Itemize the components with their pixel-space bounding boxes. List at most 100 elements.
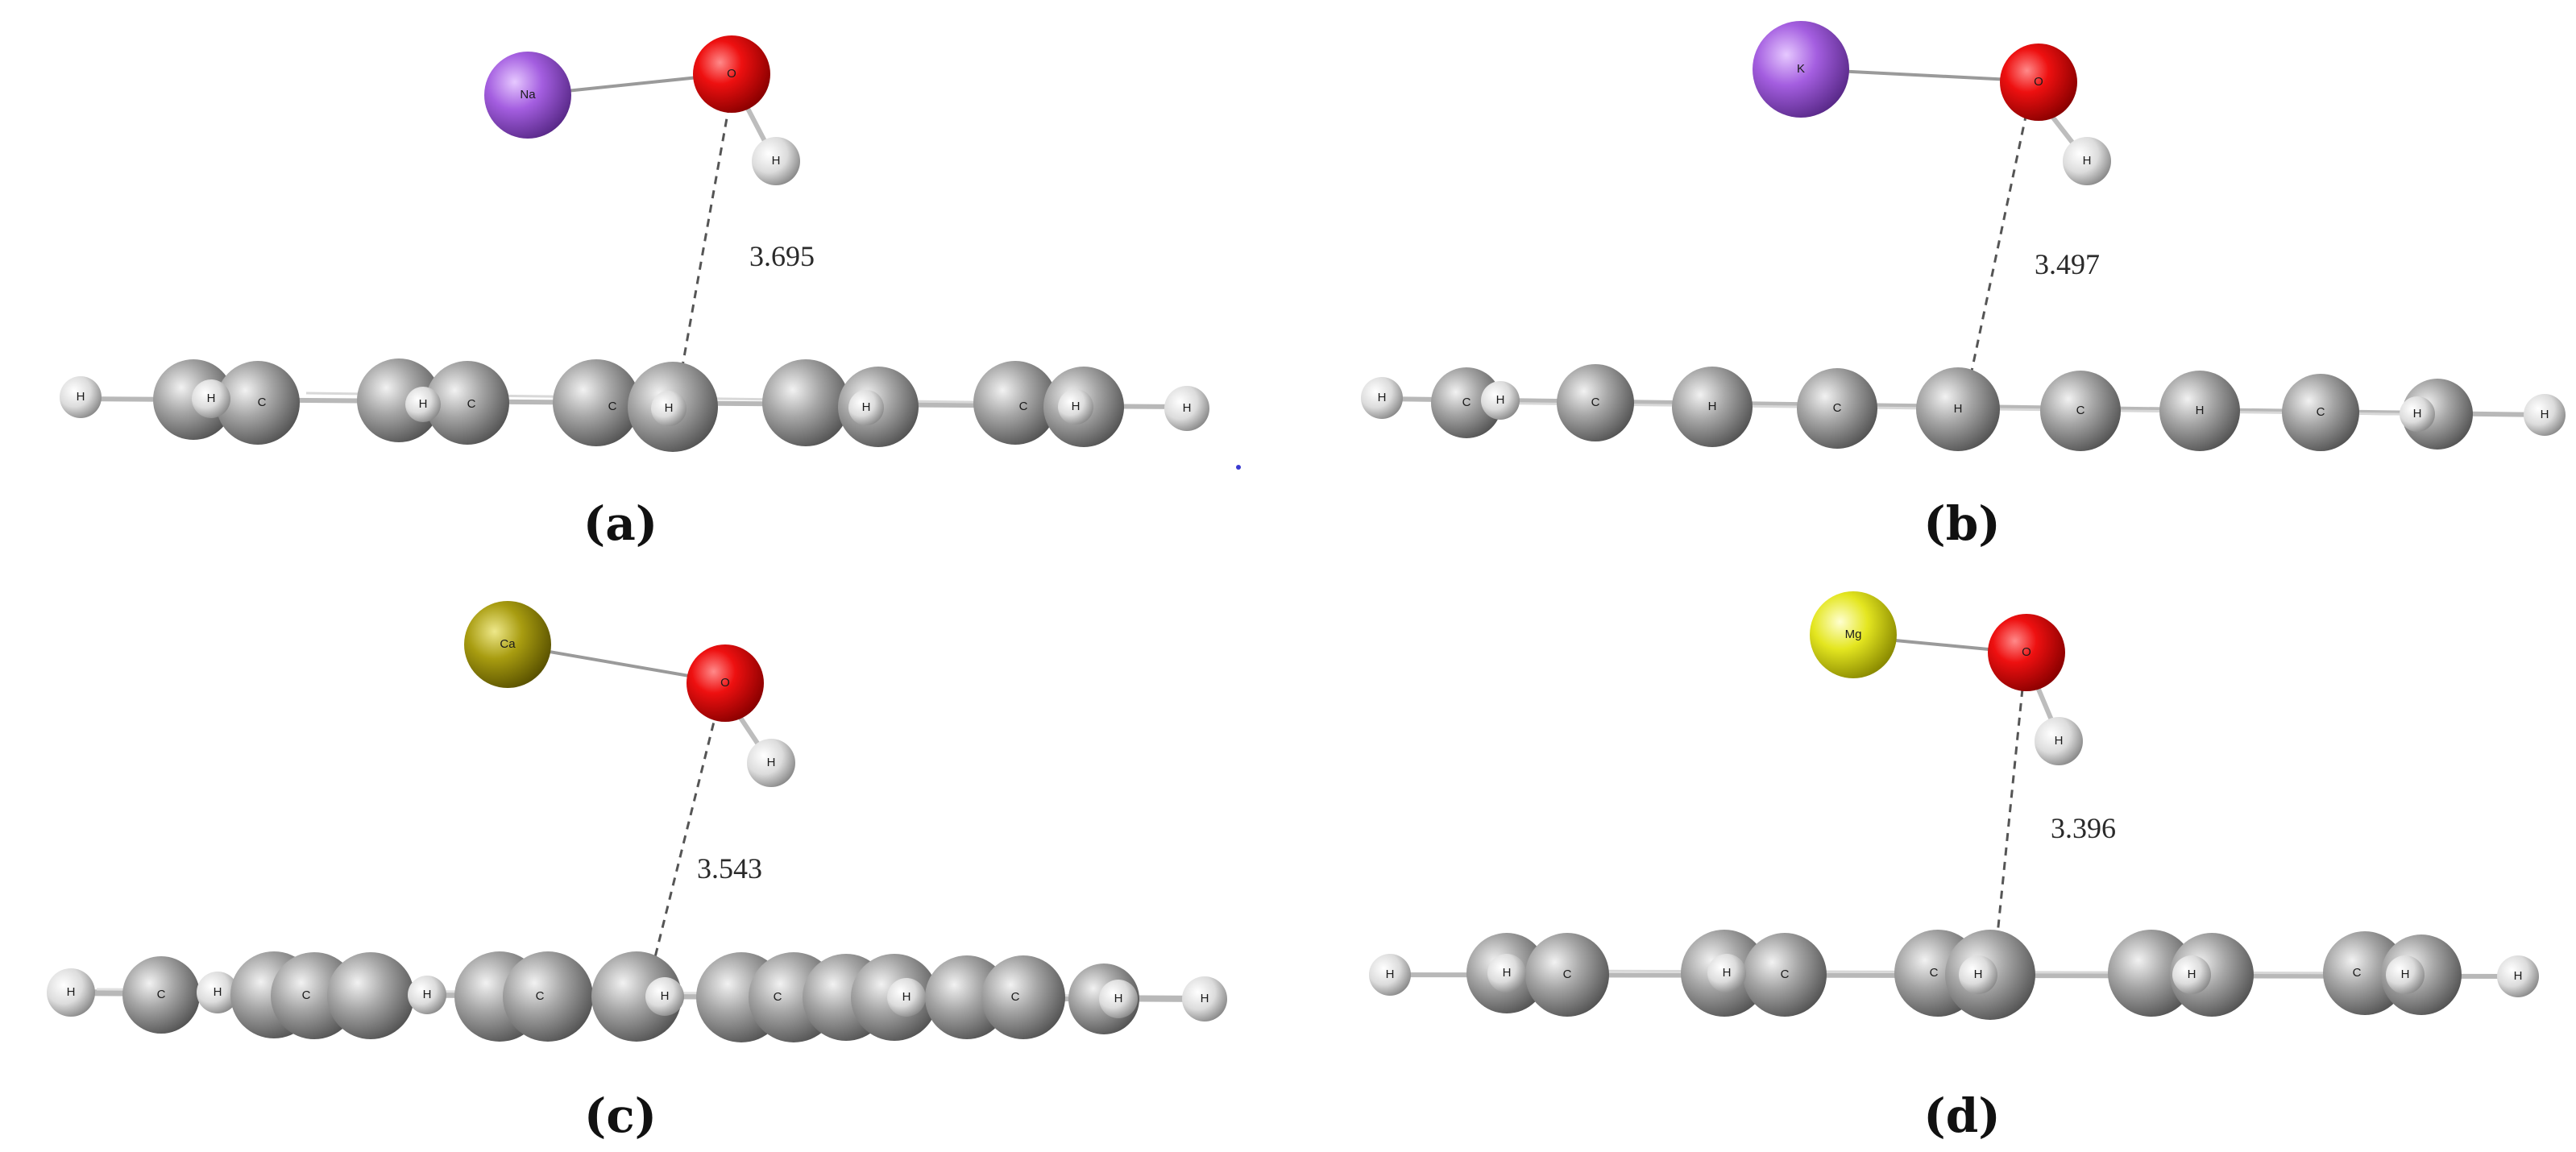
atom-h xyxy=(1487,954,1526,992)
atom-label: H xyxy=(1114,992,1123,1005)
oxygen-symbol: O xyxy=(727,67,736,81)
panel-label: (a) xyxy=(583,496,657,551)
atom-c xyxy=(981,955,1065,1039)
atom-label: C xyxy=(467,397,476,411)
atom-h xyxy=(1361,377,1403,419)
atom-label: H xyxy=(2188,968,2196,981)
metal-atom-k xyxy=(1753,21,1849,118)
oxygen-atom xyxy=(687,644,764,722)
atom-h xyxy=(2524,394,2566,436)
atom-c xyxy=(503,951,593,1042)
atom-label: C xyxy=(1563,968,1572,981)
atom-h xyxy=(887,978,926,1017)
hydroxyl-hydrogen xyxy=(2063,137,2111,185)
atom-h xyxy=(1058,389,1093,425)
atom-c xyxy=(1557,364,1634,441)
atom-h xyxy=(1182,976,1227,1021)
hydrogen-symbol: H xyxy=(767,756,776,769)
atom-label: H xyxy=(665,401,674,415)
atom-label: H xyxy=(1708,400,1717,413)
atom-label: H xyxy=(902,990,911,1004)
atom-c xyxy=(122,956,200,1034)
metal-atom-mg xyxy=(1810,591,1897,678)
atom-label: H xyxy=(1072,400,1081,413)
atom-label: C xyxy=(157,988,166,1001)
atom-h xyxy=(2386,955,2425,994)
atom-h xyxy=(1707,954,1746,992)
hydrogen-symbol: H xyxy=(2055,734,2064,748)
atom-label: C xyxy=(2076,404,2085,417)
metal-atom-ca xyxy=(464,601,551,688)
interaction-distance-line xyxy=(680,104,731,371)
atom-c xyxy=(2040,371,2121,451)
metal-symbol: K xyxy=(1797,62,1805,76)
atom-c xyxy=(2170,933,2254,1017)
atom-label: C xyxy=(1019,400,1028,413)
atom-label: H xyxy=(1386,968,1395,981)
metal-atom-na xyxy=(484,52,571,139)
atom-label: C xyxy=(1930,966,1939,980)
atom-c xyxy=(1672,367,1753,447)
panel-label: (d) xyxy=(1923,1088,2000,1143)
atom-label: H xyxy=(862,400,871,414)
atom-label: C xyxy=(2353,966,2362,980)
oxygen-symbol: O xyxy=(720,676,730,690)
atom-h xyxy=(47,968,95,1017)
atom-c xyxy=(2159,371,2240,451)
atom-label: H xyxy=(2196,404,2205,417)
atom-label: H xyxy=(214,985,222,999)
atom-c xyxy=(973,361,1057,445)
atom-h xyxy=(1164,386,1209,431)
atom-c xyxy=(762,359,849,446)
oxygen-symbol: O xyxy=(2022,645,2031,659)
atom-label: C xyxy=(1462,396,1471,409)
atom-c xyxy=(1431,367,1502,438)
atom-label: C xyxy=(1591,396,1600,409)
metal-symbol: Na xyxy=(520,88,536,102)
atom-c xyxy=(591,951,682,1042)
atom-c xyxy=(553,359,640,446)
panel-d: H H C H C C H H C H H Mg O H 3.396 (d) xyxy=(1369,591,2539,1143)
atom-label: H xyxy=(2541,408,2549,421)
oxygen-atom xyxy=(1988,614,2065,691)
atom-c xyxy=(216,361,300,445)
distance-label: 3.396 xyxy=(2051,812,2116,844)
hydroxyl-hydrogen xyxy=(2035,717,2083,765)
atom-label: H xyxy=(661,989,670,1003)
hydrogen-symbol: H xyxy=(2083,154,2092,168)
atom-label: C xyxy=(1011,990,1020,1004)
panel-label: (b) xyxy=(1923,496,2000,551)
atom-h xyxy=(197,972,239,1013)
stray-dot xyxy=(1236,465,1241,470)
atom-label: H xyxy=(1503,966,1512,980)
atom-h xyxy=(651,391,687,426)
atom-c xyxy=(1797,368,1877,449)
atom-c xyxy=(2402,379,2473,450)
atom-label: H xyxy=(207,392,216,405)
atom-h xyxy=(1099,980,1138,1018)
atom-h xyxy=(408,976,446,1014)
atom-h xyxy=(2400,396,2435,432)
atom-label: H xyxy=(2401,968,2410,981)
metal-symbol: Mg xyxy=(1845,628,1862,641)
atom-c xyxy=(2282,374,2359,451)
atom-h xyxy=(60,376,102,418)
atom-label: C xyxy=(258,396,267,409)
atom-label: H xyxy=(1974,968,1983,981)
distance-label: 3.695 xyxy=(749,240,815,272)
panel-c: H C H C H C H C H C H H Ca O xyxy=(47,601,1227,1143)
atom-label: C xyxy=(608,400,617,413)
atom-label: H xyxy=(1183,401,1192,415)
atom-label: H xyxy=(1954,402,1963,416)
atom-label: H xyxy=(1378,391,1387,404)
atom-label: H xyxy=(77,390,85,404)
panel-a: H H C H C C H H C H H Na O xyxy=(60,35,1209,551)
interaction-distance-line xyxy=(651,708,719,968)
atom-h xyxy=(645,977,684,1016)
atom-c xyxy=(2323,931,2407,1015)
hydrogen-symbol: H xyxy=(772,154,781,168)
oxygen-atom xyxy=(2000,44,2077,121)
atom-c xyxy=(1743,933,1827,1017)
atom-label: H xyxy=(1723,966,1732,980)
